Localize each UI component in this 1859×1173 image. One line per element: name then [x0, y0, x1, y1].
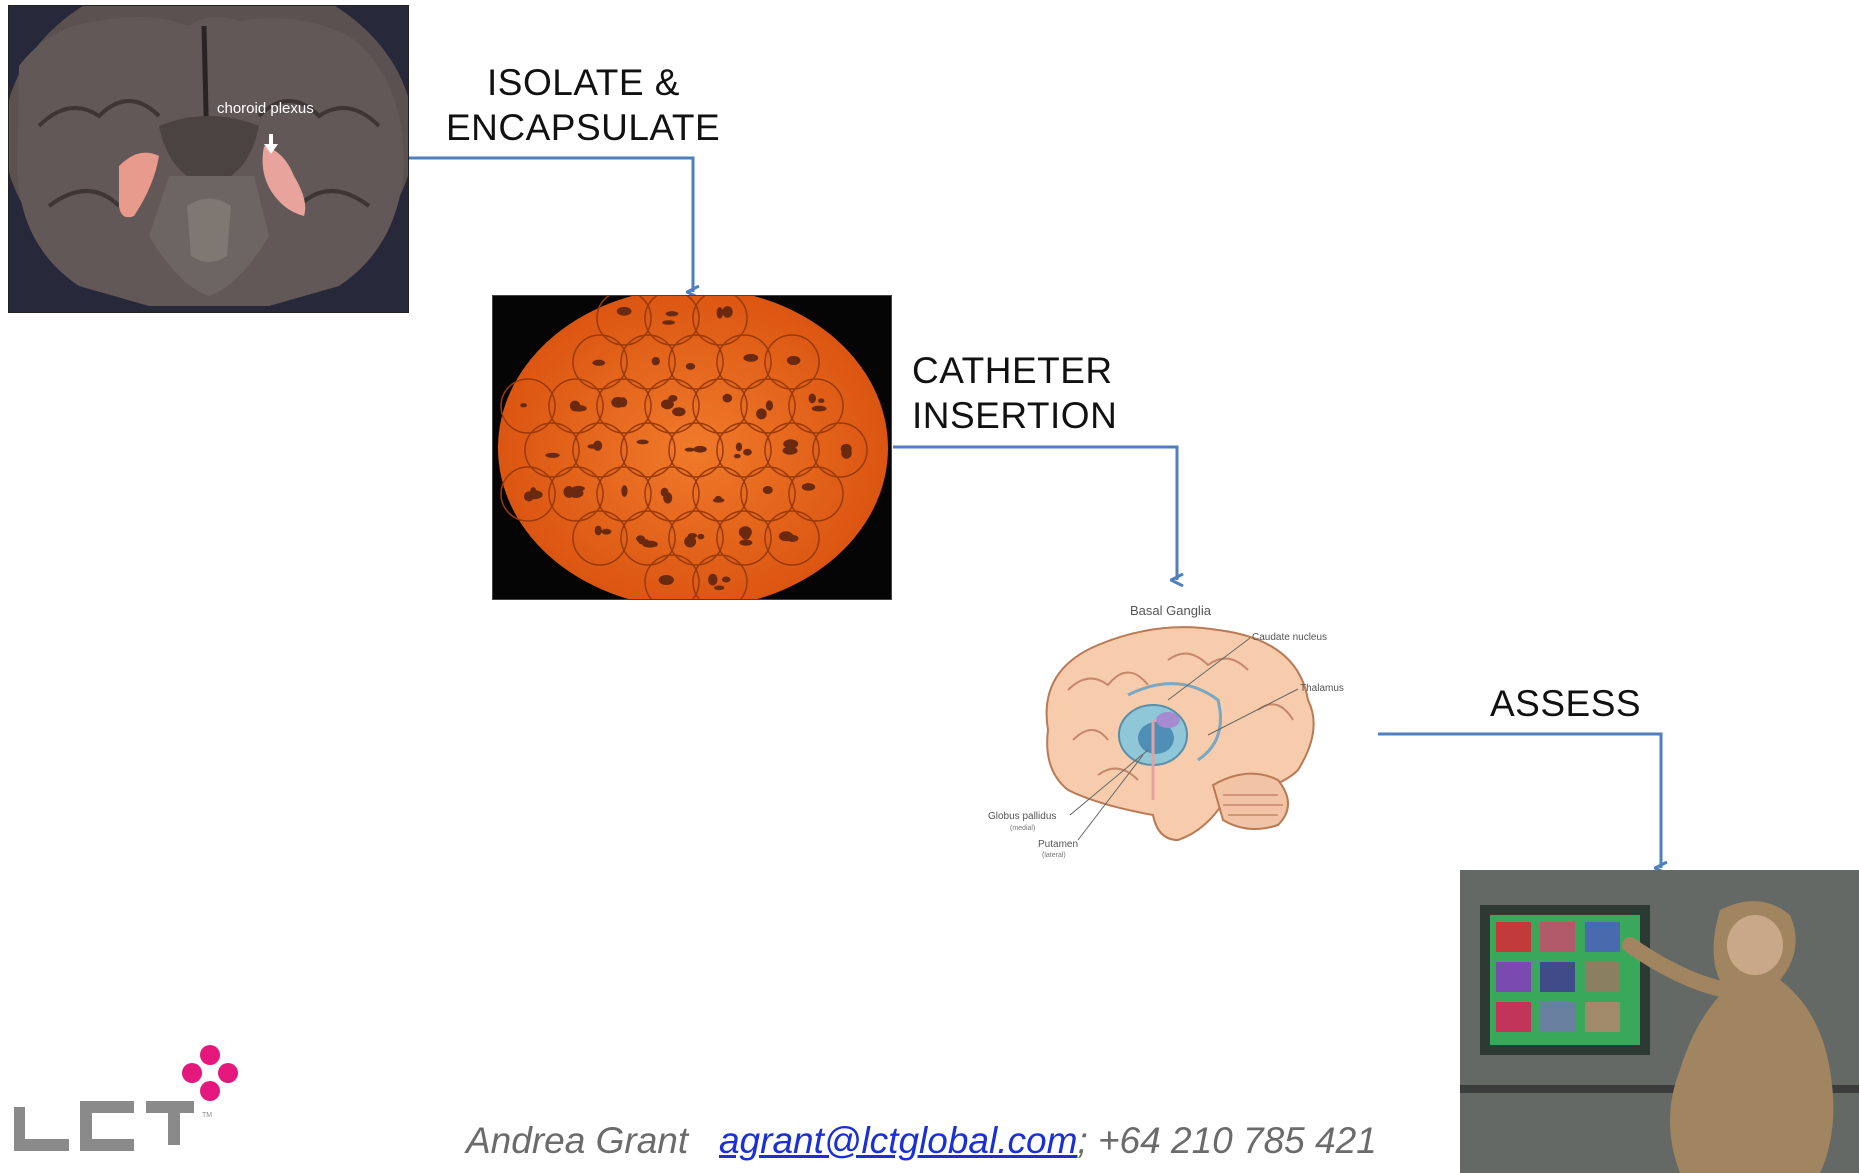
cell-cluster: [802, 483, 815, 491]
arrow-step3: [1378, 734, 1661, 868]
cell-cluster: [783, 439, 798, 448]
cell-cluster: [592, 360, 605, 366]
arrow-step1: [408, 158, 693, 292]
arrow-step2: [893, 447, 1177, 580]
cell-cluster: [621, 485, 627, 497]
cell-cluster: [713, 498, 725, 503]
cell-cluster: [662, 320, 675, 325]
cell-cluster: [717, 307, 724, 319]
cell-cluster: [688, 533, 697, 538]
cell-cluster: [708, 574, 717, 586]
cell-cluster: [756, 408, 767, 419]
cell-cluster: [593, 441, 602, 451]
cell-cluster: [812, 406, 827, 412]
basal-ganglia-image: Basal Ganglia Caudate nucleus Thalamus G…: [978, 590, 1378, 875]
label-putamen-sub: (lateral): [1042, 852, 1066, 859]
cell-cluster: [572, 486, 585, 491]
cell-cluster: [663, 492, 672, 503]
monkey-assessment-image: [1460, 870, 1859, 1173]
cell-cluster: [693, 446, 706, 453]
cell-cluster: [722, 577, 730, 583]
cell-cluster: [601, 529, 611, 535]
cell-cluster: [808, 394, 816, 404]
cell-cluster: [617, 307, 632, 316]
step2-label-line1: CATHETER: [912, 348, 1113, 393]
label-putamen: Putamen: [1038, 839, 1078, 850]
cell-cluster: [642, 541, 657, 548]
cell-cluster: [818, 398, 824, 403]
cell-cluster: [763, 486, 773, 494]
cell-cluster: [787, 356, 801, 365]
cell-cluster: [714, 585, 724, 590]
footer-email-link[interactable]: agrant@lctglobal.com: [719, 1120, 1077, 1161]
footer-name: Andrea Grant: [466, 1120, 688, 1161]
cell-cluster: [697, 534, 704, 540]
footer-contact: Andrea Grant agrant@lctglobal.com; +64 2…: [466, 1120, 1377, 1162]
cell-cluster: [743, 354, 758, 362]
brain-slice-annotation: choroid plexus: [217, 100, 314, 117]
label-globus-pallidus-sub: (medial): [1010, 825, 1035, 832]
cell-cluster: [739, 540, 752, 546]
cell-cluster: [723, 394, 733, 403]
cell-cluster: [766, 400, 773, 410]
cell-cluster: [659, 575, 674, 585]
cell-cluster: [685, 448, 695, 452]
cell-cluster: [786, 535, 798, 542]
cell-cluster: [736, 442, 742, 451]
step1-label-line2: ENCAPSULATE: [446, 105, 720, 150]
cell-cluster: [841, 444, 852, 454]
step3-label: ASSESS: [1490, 681, 1641, 726]
cell-cluster: [611, 397, 625, 408]
label-caudate-nucleus: Caudate nucleus: [1252, 632, 1327, 643]
footer-phone: ; +64 210 785 421: [1077, 1120, 1376, 1161]
step1-label-line1: ISOLATE &: [487, 60, 680, 105]
cell-cluster: [652, 357, 660, 365]
cell-cluster: [570, 401, 580, 412]
cell-cluster: [722, 306, 732, 318]
cell-cluster: [686, 363, 696, 370]
cell-cluster: [734, 454, 741, 459]
brain-slice-image: choroid plexus: [8, 5, 409, 313]
lct-logo: TM: [14, 1045, 264, 1155]
cell-cluster: [520, 403, 527, 407]
cell-cluster: [545, 453, 559, 458]
logo-tm: TM: [202, 1112, 212, 1119]
cell-cluster: [672, 407, 685, 416]
cell-cluster: [661, 399, 674, 409]
encapsulated-cells-image: [492, 295, 892, 600]
cell-cluster: [743, 449, 752, 456]
label-globus-pallidus: Globus pallidus: [988, 811, 1056, 822]
cell-cluster: [524, 491, 534, 501]
cell-cluster: [637, 440, 649, 445]
cell-cluster: [741, 531, 750, 539]
step2-label-line2: INSERTION: [912, 393, 1117, 438]
cell-cluster: [666, 311, 679, 316]
basal-ganglia-title: Basal Ganglia: [1130, 603, 1212, 618]
cell-cluster: [595, 526, 602, 536]
label-thalamus: Thalamus: [1300, 683, 1344, 694]
